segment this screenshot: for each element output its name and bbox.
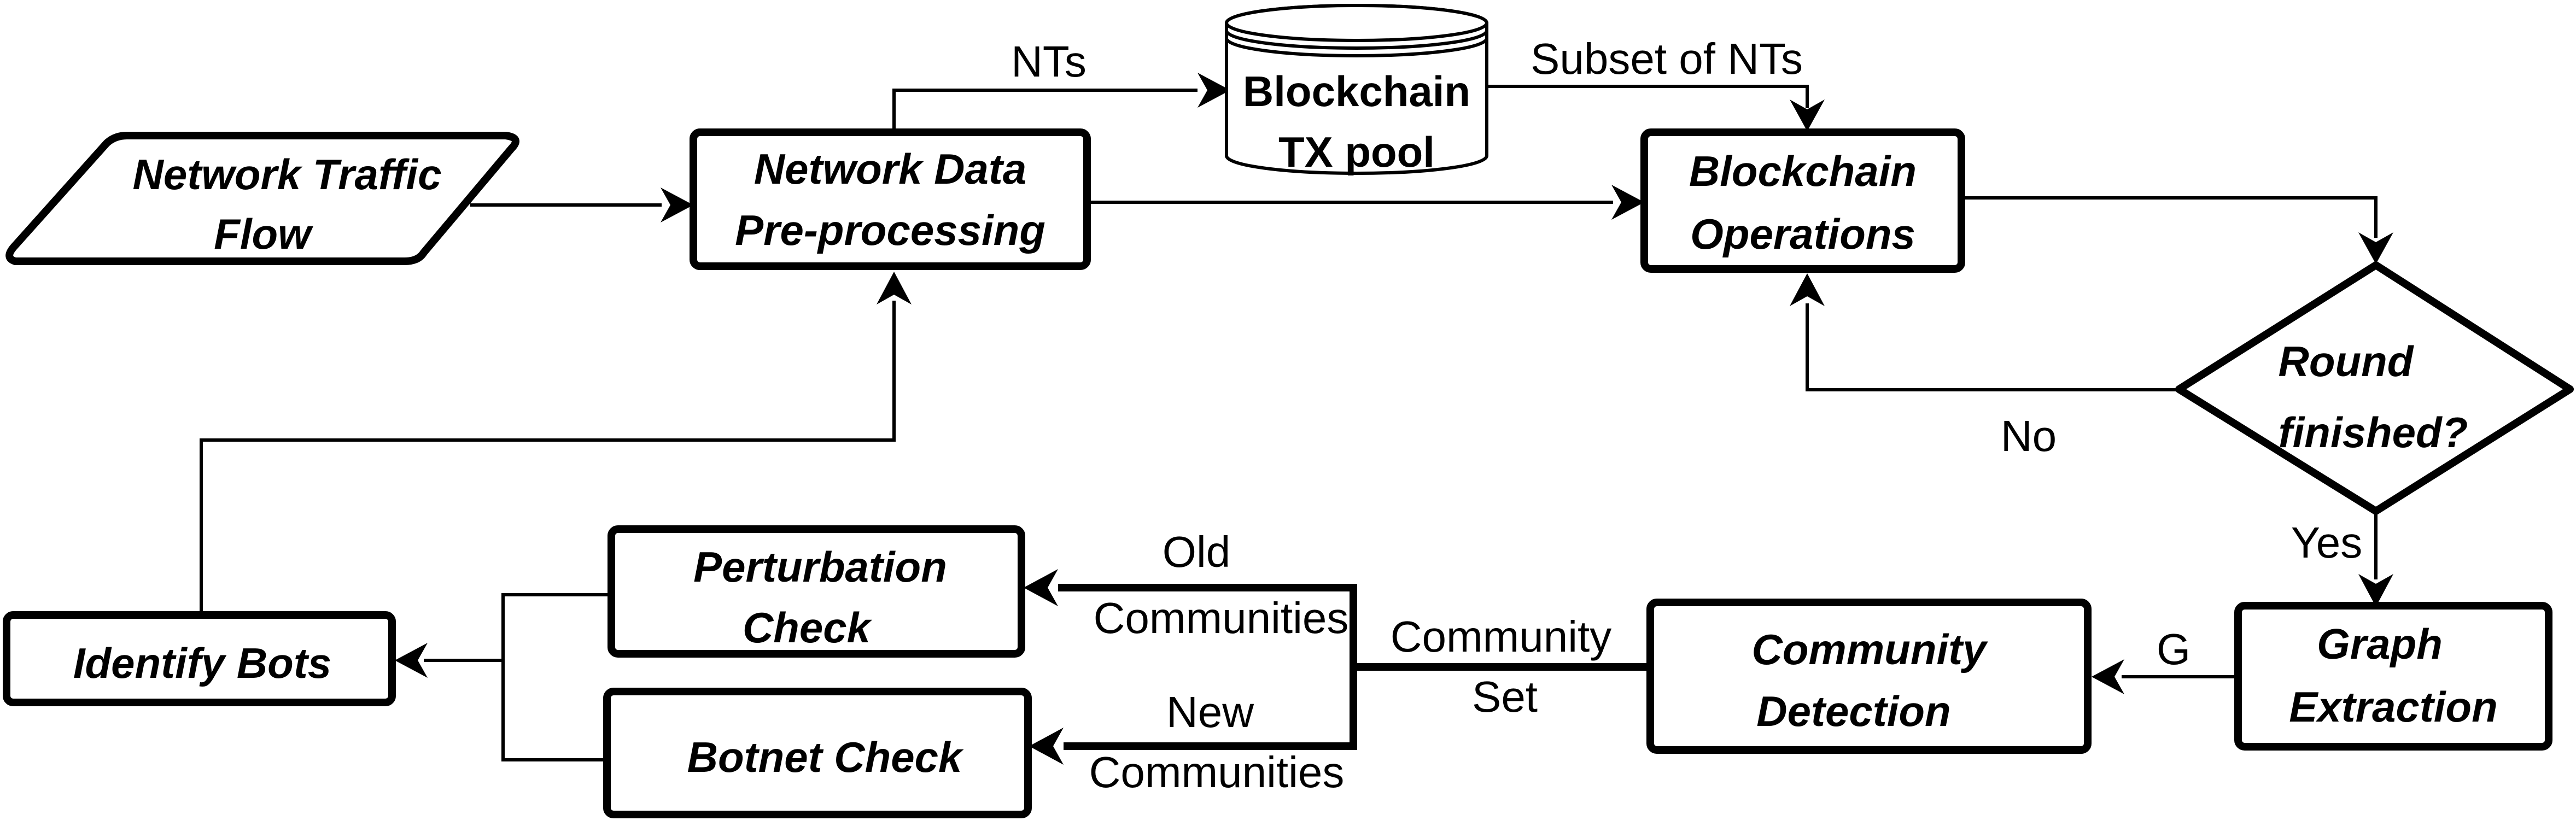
perturbation-label-line1: Perturbation [693, 543, 947, 591]
community-detection-label-line2: Detection [1756, 687, 1950, 735]
graph-extraction-node: Graph Extraction [2234, 602, 2552, 751]
edge-label-nts: NTs [1011, 37, 1087, 86]
operations-label-line2: Operations [1690, 210, 1915, 258]
decision-label-line2: finished? [2279, 408, 2468, 456]
edge-label-old: Old [1163, 528, 1231, 576]
edge-preprocessing-to-txpool [892, 73, 1230, 130]
preprocessing-label-line1: Network Data [754, 145, 1026, 193]
edge-checks-to-identify [395, 593, 611, 761]
tx-pool-label-line1: Blockchain [1243, 67, 1470, 115]
blockchain-tx-pool-node: Blockchain TX pool [1225, 4, 1488, 176]
edge-preprocessing-to-operations [1088, 185, 1644, 220]
edge-label-community-set-line2: Set [1472, 672, 1538, 721]
edge-community-set [1024, 569, 1649, 765]
edge-label-new-communities: Communities [1089, 748, 1345, 796]
graph-extraction-label-line1: Graph [2317, 620, 2443, 668]
edge-txpool-to-operations [1487, 85, 1825, 131]
round-finished-decision-node: Round finished? [2175, 261, 2574, 515]
edge-label-new: New [1166, 688, 1254, 736]
blockchain-operations-node: Blockchain Operations [1640, 128, 1965, 273]
operations-label-line1: Blockchain [1689, 147, 1917, 195]
community-detection-node: Community Detection [1646, 599, 2092, 754]
edge-decision-yes [2358, 511, 2393, 607]
graph-extraction-label-line2: Extraction [2289, 683, 2497, 731]
perturbation-label-line2: Check [743, 603, 873, 652]
botnet-check-node: Botnet Check [603, 688, 1032, 818]
community-detection-label-line1: Community [1752, 625, 1989, 673]
edge-label-old-communities: Communities [1094, 594, 1349, 642]
edge-label-yes: Yes [2291, 518, 2363, 567]
botnet-check-label: Botnet Check [687, 733, 964, 781]
preprocessing-label-line2: Pre-processing [735, 206, 1045, 254]
edge-identify-to-preprocessing [200, 272, 912, 613]
identify-bots-node: Identify Bots [3, 611, 396, 706]
network-traffic-flow-node: Network Traffic Flow [5, 132, 519, 265]
edge-traffic-to-preprocessing [470, 187, 693, 222]
network-traffic-flow-label-line2: Flow [214, 210, 313, 258]
edge-label-community-set-line1: Community [1391, 612, 1612, 661]
edge-graph-to-community [2092, 659, 2238, 694]
tx-pool-label-line2: TX pool [1278, 128, 1435, 176]
identify-bots-label: Identify Bots [73, 639, 331, 687]
edge-operations-to-decision [1963, 196, 2393, 264]
network-data-preprocessing-node: Network Data Pre-processing [690, 128, 1091, 270]
perturbation-check-node: Perturbation Check [608, 525, 1025, 658]
edge-label-no: No [2001, 412, 2057, 460]
decision-label-line1: Round [2279, 337, 2414, 385]
edge-label-subset-of-nts: Subset of NTs [1531, 34, 1803, 83]
network-traffic-flow-label-line1: Network Traffic [133, 150, 442, 198]
edge-decision-no [1790, 273, 2176, 391]
edge-label-g: G [2157, 625, 2191, 673]
